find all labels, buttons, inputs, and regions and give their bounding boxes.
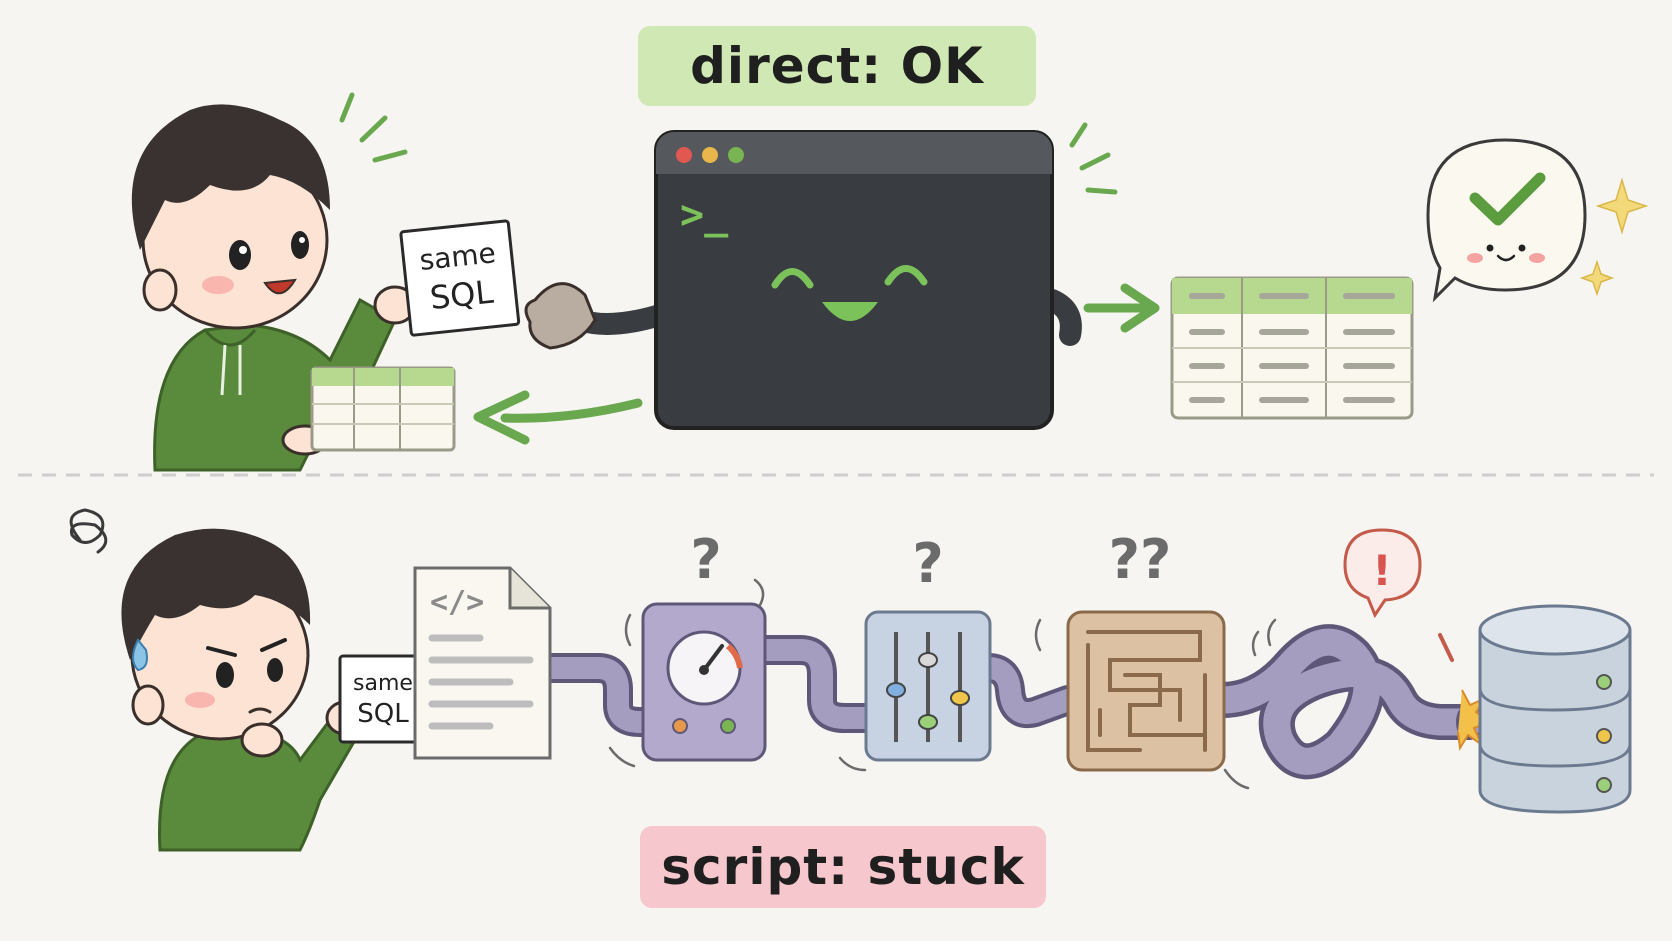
excitement-marks <box>339 92 408 163</box>
terminal-sparkle-marks <box>1069 122 1118 195</box>
result-table-large <box>1170 276 1414 420</box>
terminal-character: >_ <box>524 130 1082 430</box>
success-speech-bubble <box>1426 138 1587 303</box>
question-mark-1: ? <box>690 528 721 591</box>
sql-note-bottom-line2: SQL <box>357 699 409 729</box>
sql-note-bottom: same SQL <box>338 654 428 744</box>
sparkle-icons <box>1579 177 1649 297</box>
confusion-scribble-icon <box>69 508 108 554</box>
alert-bubble: ! <box>1343 528 1422 619</box>
confused-person <box>121 528 365 852</box>
result-table-small <box>310 366 456 452</box>
sql-note-top-line1: same <box>418 236 497 277</box>
happy-person <box>131 104 417 472</box>
arrow-left-green <box>473 390 643 445</box>
sql-note-top: same SQL <box>399 219 521 337</box>
arrow-right-green <box>1083 283 1160 333</box>
maze-device <box>1066 610 1226 772</box>
question-mark-3: ?? <box>1109 528 1172 591</box>
database-icon <box>1478 604 1632 814</box>
script-code-tag: </> <box>430 585 484 620</box>
sql-note-bottom-line1: same <box>353 671 413 696</box>
script-stuck-label: script: stuck <box>640 826 1046 908</box>
slider-device <box>864 610 992 762</box>
tangled-pipeline <box>533 624 1488 780</box>
gauge-device <box>641 602 767 762</box>
wobble-marks <box>608 578 1277 790</box>
script-file-icon: </> <box>413 566 552 760</box>
sql-note-top-line2: SQL <box>428 273 495 317</box>
question-mark-2: ? <box>912 532 943 595</box>
checkmark-icon <box>1469 172 1546 226</box>
alert-mark: ! <box>1372 546 1391 595</box>
terminal-prompt: >_ <box>680 192 729 238</box>
direct-ok-label: direct: OK <box>638 26 1036 106</box>
